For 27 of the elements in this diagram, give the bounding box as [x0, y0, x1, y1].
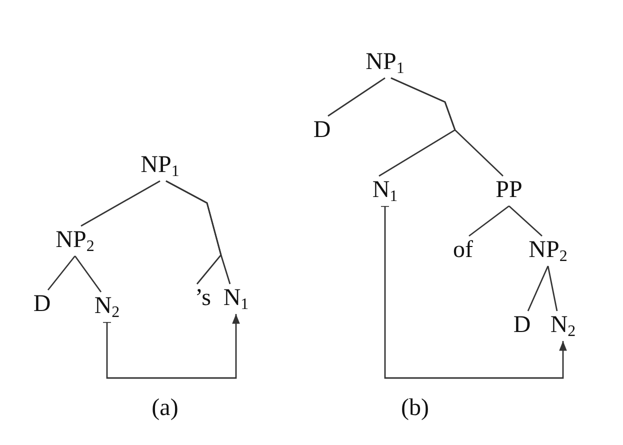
category-label: D [32, 291, 52, 317]
panel-label: (b) [401, 395, 429, 421]
category-label: N$_{2}$ [549, 312, 577, 338]
branch-line [508, 205, 542, 237]
branch-line [328, 77, 386, 117]
category-label: N$_{1}$ [371, 177, 399, 203]
branch-line [547, 266, 558, 312]
branch-line [390, 77, 504, 176]
phrase-label: NP$_{1}$ [140, 152, 180, 178]
branch-line [74, 256, 102, 292]
category-label: N$_{1}$ [222, 285, 250, 311]
branch-line [80, 180, 160, 227]
branch-line [47, 256, 76, 290]
phrase-label: NP$_{2}$ [528, 237, 568, 263]
phrase-label: PP [494, 177, 524, 203]
branch-line [527, 266, 549, 312]
category-label: N$_{2}$ [93, 293, 121, 319]
word-label: of [452, 237, 474, 263]
branch-line [468, 205, 510, 237]
movement-arrow [102, 314, 240, 379]
movement-arrow [380, 205, 567, 379]
word-label: ’s [194, 285, 212, 311]
phrase-label: NP$_{2}$ [54, 227, 96, 253]
phrase-label: NP$_{1}$ [364, 49, 406, 75]
category-label: D [312, 117, 332, 143]
panel-label: (a) [152, 395, 178, 421]
category-label: D [512, 312, 532, 338]
